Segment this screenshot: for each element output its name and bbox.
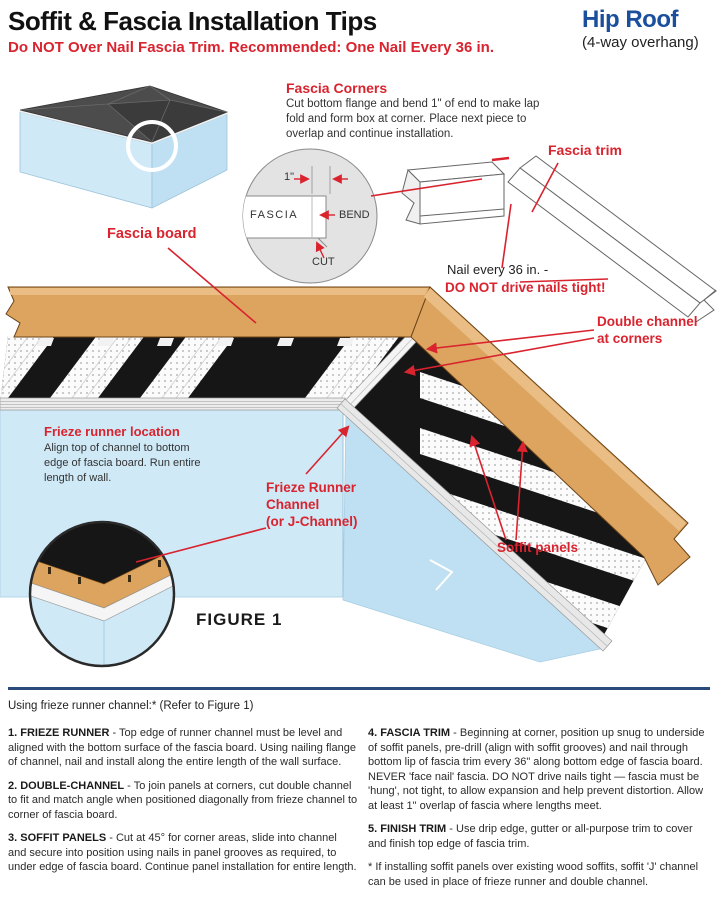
- inset-nail-ticks: [48, 560, 161, 584]
- diagram-canvas: [0, 85, 717, 668]
- instruction-body: - Top edge of runner channel must be lev…: [8, 727, 356, 769]
- leader-soffit-panels-1: [469, 434, 507, 541]
- main-diagram: [0, 286, 691, 663]
- leader-double-channel-2: [403, 337, 595, 376]
- fascia-trim-drawing: [401, 155, 717, 323]
- leader-lines: [135, 162, 609, 563]
- hip-ridge-lines: [19, 85, 228, 143]
- fascia-corners-title: Fascia Corners: [286, 80, 388, 96]
- instruction-title: 4. FASCIA TRIM: [368, 727, 451, 739]
- instruction-body: - Beginning at corner, position up snug …: [368, 727, 705, 812]
- leader-nail-left: [501, 203, 512, 269]
- frieze-channel-label-line1: Frieze Runner: [266, 480, 357, 495]
- roof-type-label: Hip Roof: [582, 6, 678, 33]
- leader-frieze-to-inset: [135, 527, 267, 563]
- figure-label: FIGURE 1: [196, 610, 283, 629]
- instructions-footnote: * If installing soffit panels over exist…: [368, 861, 699, 888]
- leader-double-channel-1: [425, 329, 595, 354]
- nail-mark: [491, 156, 510, 162]
- fascia-board-right: [410, 286, 691, 586]
- leader-fascia-trim: [531, 162, 559, 213]
- panel-end-ticks: [37, 338, 354, 346]
- wall-torn-edge: [429, 559, 454, 591]
- instruction-item: 3. SOFFIT PANELS - Cut at 45° for corner…: [8, 831, 358, 875]
- instruction-body: - Use drip edge, gutter or all-purpose t…: [368, 823, 693, 850]
- soffit-panels-label: Soffit panels: [497, 540, 579, 555]
- nail-note-line2: DO NOT drive nails tight!: [445, 280, 606, 295]
- leader-fascia-board: [167, 247, 257, 324]
- instruction-item: 1. FRIEZE RUNNER - Top edge of runner ch…: [8, 726, 358, 770]
- roof-note-label: (4-way overhang): [582, 34, 699, 51]
- corner-detail-inset: [28, 520, 176, 668]
- instruction-title: 2. DOUBLE-CHANNEL: [8, 779, 125, 792]
- dim-one-inch-label: 1": [284, 171, 295, 183]
- instructions-left-column: 1. FRIEZE RUNNER - Top edge of runner ch…: [8, 726, 358, 884]
- frieze-runner-strip: [0, 397, 346, 411]
- instruction-body: - Cut at 45° for corner areas, slide int…: [8, 832, 357, 874]
- double-channel-label-line1: Double channel: [597, 314, 698, 329]
- trim-lip-line: [419, 208, 505, 217]
- fascia-board-label: Fascia board: [107, 226, 197, 242]
- dimension-arrows: [294, 174, 348, 259]
- instruction-title: 3. SOFFIT PANELS: [8, 832, 107, 845]
- fascia-profile-label: FASCIA: [250, 209, 299, 221]
- leader-frieze-up: [305, 425, 350, 475]
- instruction-body: - To join panels at corners, cut double …: [8, 779, 358, 821]
- fascia-trim-label: Fascia trim: [548, 142, 622, 158]
- fascia-board-right-highlight: [424, 288, 686, 531]
- page-title: Soffit & Fascia Installation Tips: [8, 6, 377, 36]
- instructions-intro: Using frieze runner channel:* (Refer to …: [8, 700, 254, 712]
- cut-arrow: [315, 241, 325, 259]
- trim-long-face: [507, 167, 701, 318]
- cut-label: CUT: [312, 256, 335, 268]
- section-divider: [8, 687, 710, 690]
- nail-note-line1: Nail every 36 in. -: [447, 262, 549, 277]
- double-channel-label-line2: at corners: [597, 331, 663, 346]
- inset-fascia-band: [30, 547, 174, 609]
- instructions-right-column: 4. FASCIA TRIM - Beginning at corner, po…: [368, 726, 714, 898]
- trim-long-jagged-end: [695, 289, 717, 323]
- double-channel-groove: [345, 338, 413, 410]
- instruction-title: 1. FRIEZE RUNNER: [8, 727, 110, 739]
- instruction-item: 2. DOUBLE-CHANNEL - To join panels at co…: [8, 779, 358, 823]
- instruction-item: 4. FASCIA TRIM - Beginning at corner, po…: [368, 726, 714, 813]
- page-subtitle: Do NOT Over Nail Fascia Trim. Recommende…: [8, 39, 494, 56]
- inset-channel-band: [30, 571, 174, 622]
- hip-roof-dark-face: [108, 100, 227, 142]
- corner-highlight-circle: [126, 120, 178, 172]
- instruction-item: 5. FINISH TRIM - Use drip edge, gutter o…: [368, 822, 714, 851]
- leader-inset-to-trim: [370, 178, 483, 197]
- leader-nail-right: [519, 278, 609, 283]
- trim-piece-front-face: [419, 173, 505, 225]
- frieze-location-body: Align top of channel to bottom edge of f…: [44, 442, 201, 484]
- bend-label: BEND: [339, 209, 370, 221]
- soffit-substrate-right: [345, 336, 646, 642]
- leader-soffit-panels-2: [515, 440, 528, 541]
- frieze-runner-strip-corner: [336, 398, 613, 652]
- soffit-panel: [420, 484, 646, 596]
- instruction-title: 5. FINISH TRIM: [368, 823, 447, 836]
- frieze-channel-label-line3: (or J-Channel): [266, 514, 358, 529]
- page: { "header": { "title": "Soffit & Fascia …: [0, 6, 717, 888]
- frieze-channel-label-line2: Channel: [266, 497, 320, 512]
- detail-inset-circle: [242, 148, 378, 284]
- hip-roof-thumbnail: [19, 85, 229, 209]
- fascia-corners-body: Cut bottom flange and bend 1" of end to …: [286, 98, 540, 140]
- frieze-location-title: Frieze runner location: [44, 424, 180, 439]
